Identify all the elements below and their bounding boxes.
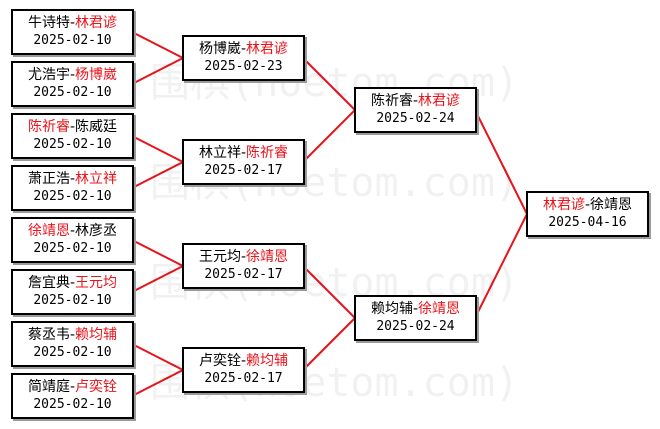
- match-date: 2025-02-24: [376, 319, 455, 334]
- player-name: 林立祥: [75, 171, 118, 187]
- match-node: 牛诗特-林君谚 2025-02-10: [11, 9, 134, 55]
- match-players: 萧正浩-林立祥: [27, 171, 118, 187]
- player-name: 陈祈睿: [27, 119, 70, 135]
- match-players: 赖均辅-徐靖恩: [370, 301, 461, 317]
- match-node: 詹宜典-王元均 2025-02-10: [11, 269, 134, 315]
- match-node: 陈祈睿-林君谚 2025-02-24: [354, 87, 477, 133]
- player-name: 林君谚: [418, 93, 461, 109]
- match-players: 杨博崴-林君谚: [198, 41, 289, 57]
- player-name: 蔡丞韦: [27, 327, 70, 343]
- match-date: 2025-02-10: [33, 189, 112, 204]
- player-name: 詹宜典: [27, 275, 70, 291]
- bracket-connector-line: [474, 109, 528, 215]
- bracket-connector-line: [131, 369, 184, 397]
- bracket-connector-line: [302, 109, 356, 163]
- match-date: 2025-02-10: [33, 33, 112, 48]
- match-date: 2025-02-10: [33, 293, 112, 308]
- player-name: 徐靖恩: [27, 223, 70, 239]
- bracket-connector-line: [131, 239, 184, 267]
- match-date: 2025-02-17: [204, 163, 283, 178]
- match-players: 徐靖恩-林彦丞: [27, 223, 118, 239]
- match-date: 2025-02-10: [33, 137, 112, 152]
- match-node: 杨博崴-林君谚 2025-02-23: [182, 35, 305, 81]
- match-node: 赖均辅-徐靖恩 2025-02-24: [354, 295, 477, 341]
- match-node: 陈祈睿-陈威廷 2025-02-10: [11, 113, 134, 159]
- match-date: 2025-04-16: [548, 215, 627, 230]
- player-name: 赖均辅: [246, 353, 289, 369]
- match-players: 陈祈睿-陈威廷: [27, 119, 118, 135]
- player-name: 林彦丞: [75, 223, 118, 239]
- bracket-connector-line: [131, 57, 184, 85]
- match-players: 詹宜典-王元均: [27, 275, 118, 291]
- match-node: 林立祥-陈祈睿 2025-02-17: [182, 139, 305, 185]
- bracket-connector-line: [131, 31, 184, 59]
- player-name: 陈祈睿: [370, 93, 413, 109]
- match-node: 林君谚-徐靖恩 2025-04-16: [526, 191, 649, 237]
- match-node: 简靖庭-卢奕铨 2025-02-10: [11, 373, 134, 419]
- match-node: 王元均-徐靖恩 2025-02-17: [182, 243, 305, 289]
- match-date: 2025-02-23: [204, 59, 283, 74]
- player-name: 卢奕铨: [75, 379, 118, 395]
- player-name: 赖均辅: [75, 327, 118, 343]
- player-name: 林君谚: [542, 197, 585, 213]
- match-date: 2025-02-17: [204, 371, 283, 386]
- player-name: 徐靖恩: [590, 197, 633, 213]
- match-date: 2025-02-10: [33, 397, 112, 412]
- match-date: 2025-02-24: [376, 111, 455, 126]
- player-name: 徐靖恩: [246, 249, 289, 265]
- match-players: 林立祥-陈祈睿: [198, 145, 289, 161]
- match-players: 陈祈睿-林君谚: [370, 93, 461, 109]
- bracket-connector-line: [131, 265, 184, 293]
- player-name: 简靖庭: [27, 379, 70, 395]
- match-node: 尤浩宇-杨博崴 2025-02-10: [11, 61, 134, 107]
- player-name: 赖均辅: [370, 301, 413, 317]
- player-name: 陈祈睿: [246, 145, 289, 161]
- match-players: 卢奕铨-赖均辅: [198, 353, 289, 369]
- match-players: 牛诗特-林君谚: [27, 15, 118, 31]
- player-name: 尤浩宇: [27, 67, 70, 83]
- player-name: 牛诗特: [27, 15, 70, 31]
- player-name: 杨博崴: [198, 41, 241, 57]
- match-players: 尤浩宇-杨博崴: [27, 67, 118, 83]
- match-date: 2025-02-17: [204, 267, 283, 282]
- bracket-connector-line: [131, 135, 184, 163]
- player-name: 杨博崴: [75, 67, 118, 83]
- player-name: 林君谚: [75, 15, 118, 31]
- player-name: 陈威廷: [75, 119, 118, 135]
- player-name: 林君谚: [246, 41, 289, 57]
- bracket-connector-line: [131, 161, 184, 189]
- match-date: 2025-02-10: [33, 345, 112, 360]
- match-players: 王元均-徐靖恩: [198, 249, 289, 265]
- player-name: 徐靖恩: [418, 301, 461, 317]
- match-date: 2025-02-10: [33, 241, 112, 256]
- bracket-connector-line: [474, 213, 528, 319]
- match-date: 2025-02-10: [33, 85, 112, 100]
- player-name: 卢奕铨: [198, 353, 241, 369]
- player-name: 萧正浩: [27, 171, 70, 187]
- match-node: 蔡丞韦-赖均辅 2025-02-10: [11, 321, 134, 367]
- bracket-connector-line: [302, 265, 356, 319]
- bracket-connector-line: [302, 57, 356, 111]
- bracket-connector-line: [302, 317, 356, 371]
- match-node: 卢奕铨-赖均辅 2025-02-17: [182, 347, 305, 393]
- bracket-connector-line: [131, 343, 184, 371]
- match-players: 林君谚-徐靖恩: [542, 197, 633, 213]
- player-name: 王元均: [198, 249, 241, 265]
- match-node: 萧正浩-林立祥 2025-02-10: [11, 165, 134, 211]
- match-node: 徐靖恩-林彦丞 2025-02-10: [11, 217, 134, 263]
- match-players: 蔡丞韦-赖均辅: [27, 327, 118, 343]
- player-name: 林立祥: [198, 145, 241, 161]
- player-name: 王元均: [75, 275, 118, 291]
- match-players: 简靖庭-卢奕铨: [27, 379, 118, 395]
